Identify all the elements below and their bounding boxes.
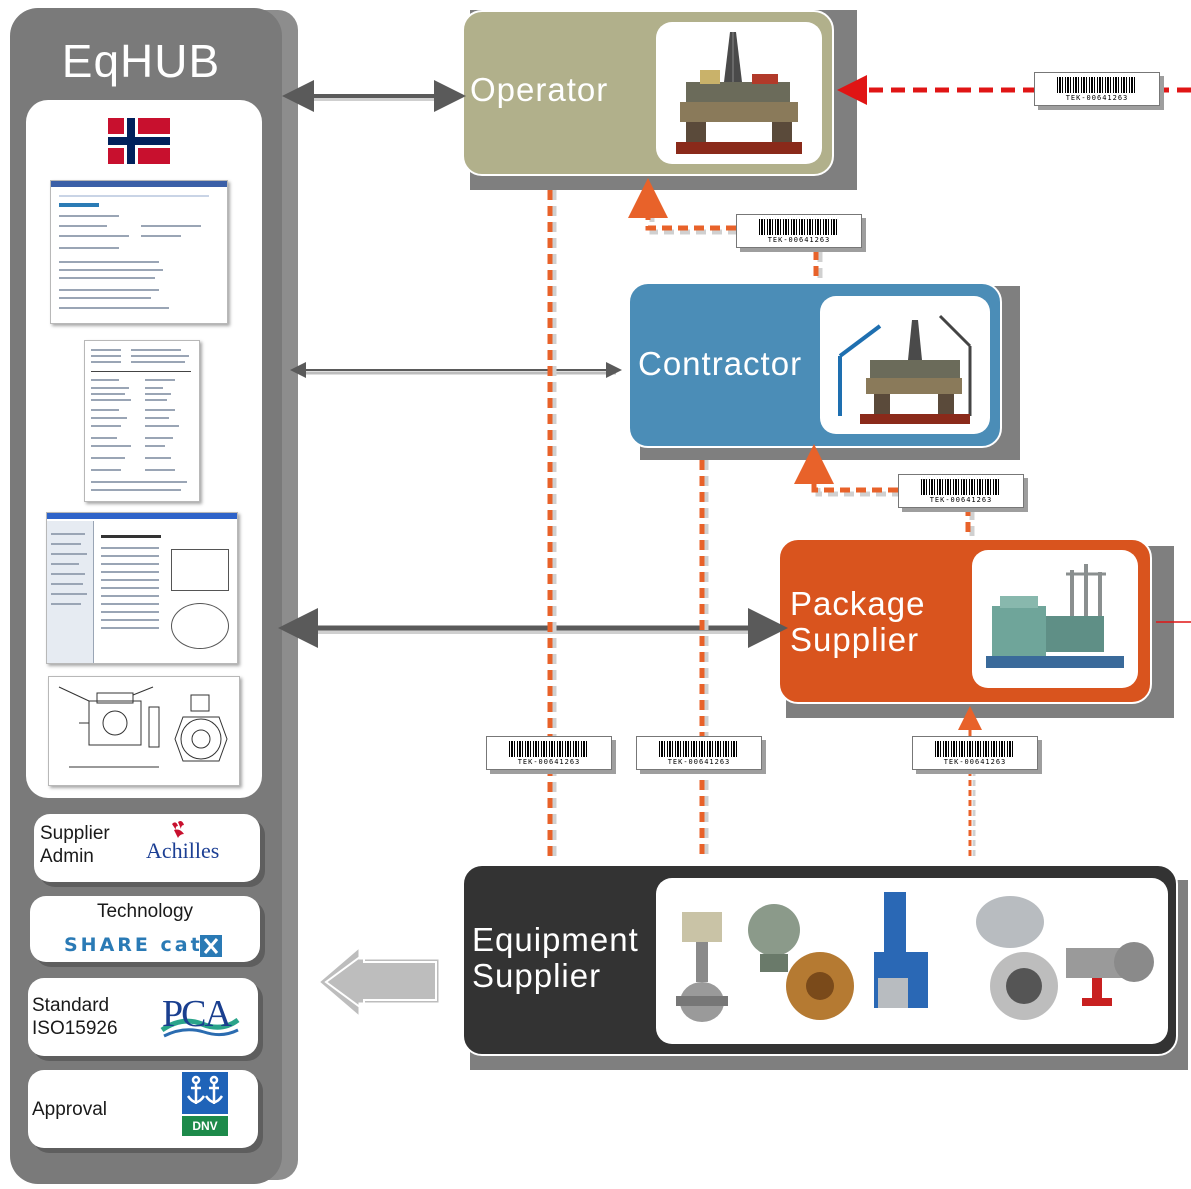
- pca-logo-text: PCA: [162, 993, 232, 1035]
- barcode-label-equipment-to-contractor: TEK-00641263: [636, 736, 762, 770]
- barcode-code: TEK-00641263: [767, 236, 831, 244]
- barcode-code: TEK-00641263: [929, 496, 993, 504]
- barcode-code: TEK-00641263: [1065, 94, 1129, 102]
- norway-flag-icon: [108, 118, 170, 164]
- sharecat-logo: SHARE cat: [64, 934, 224, 958]
- compressor-package-icon: [986, 564, 1124, 668]
- barcode-icon: [659, 741, 739, 757]
- instruments-and-valves-icon: [676, 892, 1154, 1022]
- equipment-to-hub-arrow: [315, 942, 442, 1022]
- offshore-rig-icon: [676, 32, 802, 154]
- pca-logo: PCA: [158, 990, 240, 1044]
- operator-label: Operator: [470, 71, 609, 108]
- contractor-label: Contractor: [638, 345, 803, 382]
- technical-drawing-thumbnail: [48, 676, 240, 786]
- package-supplier-image-card: [972, 550, 1138, 688]
- achilles-logo-text: Achilles: [146, 838, 220, 863]
- barcode-icon: [935, 741, 1015, 757]
- equipment-supplier-image-card: [656, 878, 1168, 1044]
- supplier-admin-card: [34, 814, 260, 882]
- technology-label: Technology: [96, 901, 194, 922]
- manual-screenshot-thumbnail: [46, 512, 238, 664]
- barcode-icon: [921, 479, 1001, 495]
- equipment-to-contractor-flow: [699, 460, 709, 860]
- eqhub-title: EqHUB: [61, 35, 221, 87]
- sharecat-logo-text: SHARE cat: [64, 934, 203, 956]
- barcode-code: TEK-00641263: [667, 758, 731, 766]
- standard-card: [28, 978, 258, 1056]
- achilles-logo: Achilles: [134, 820, 226, 870]
- barcode-code: TEK-00641263: [517, 758, 581, 766]
- barcode-code: TEK-00641263: [943, 758, 1007, 766]
- dnv-logo: DNV: [182, 1072, 228, 1138]
- barcode-label-equipment-to-operator: TEK-00641263: [486, 736, 612, 770]
- barcode-icon: [1057, 77, 1137, 93]
- barcode-label-equipment-to-package: TEK-00641263: [912, 736, 1038, 770]
- barcode-icon: [509, 741, 589, 757]
- standard-label: Standard ISO15926: [32, 995, 118, 1039]
- operator-image-card: [656, 22, 822, 164]
- barcode-label-operator-input: TEK-00641263: [1034, 72, 1160, 106]
- datasheet-thumbnail: [84, 340, 200, 502]
- contractor-image-card: [820, 296, 990, 434]
- approval-label: Approval: [32, 1099, 107, 1120]
- sharecat-web-screenshot-thumbnail: [50, 180, 228, 324]
- construction-yard-rig-icon: [838, 314, 972, 424]
- barcode-label-contractor-to-operator: TEK-00641263: [736, 214, 862, 248]
- barcode-label-package-to-contractor: TEK-00641263: [898, 474, 1024, 508]
- barcode-icon: [759, 219, 839, 235]
- supplier-admin-label: Supplier Admin: [40, 823, 110, 867]
- dnv-logo-text: DNV: [192, 1119, 218, 1133]
- equipment-supplier-label: Equipment Supplier: [472, 921, 639, 994]
- package-supplier-label: Package Supplier: [790, 585, 926, 658]
